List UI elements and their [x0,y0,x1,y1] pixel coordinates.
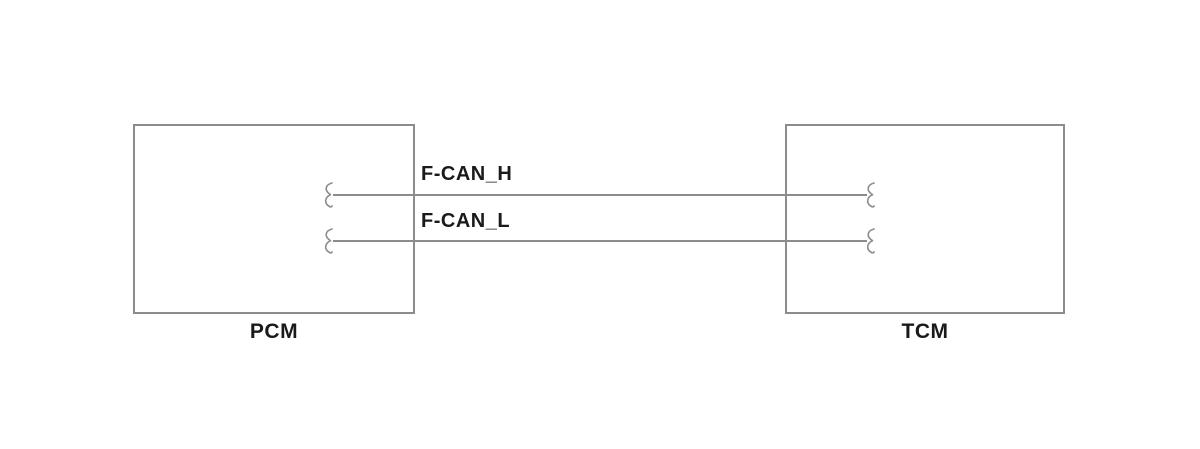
tcm-label: TCM [901,320,949,343]
wire-fcan-h [333,194,867,196]
wire-break-icon [866,182,875,208]
pcm-label: PCM [249,320,299,343]
wire-break-icon [866,228,875,254]
pcm-box [133,124,415,314]
tcm-box [785,124,1065,314]
wire-label-fcan-l: F-CAN_L [421,210,511,232]
wire-break-icon [324,228,333,254]
wire-break-icon [324,182,333,208]
wire-label-fcan-h: F-CAN_H [421,163,513,185]
wire-fcan-l [333,240,867,242]
